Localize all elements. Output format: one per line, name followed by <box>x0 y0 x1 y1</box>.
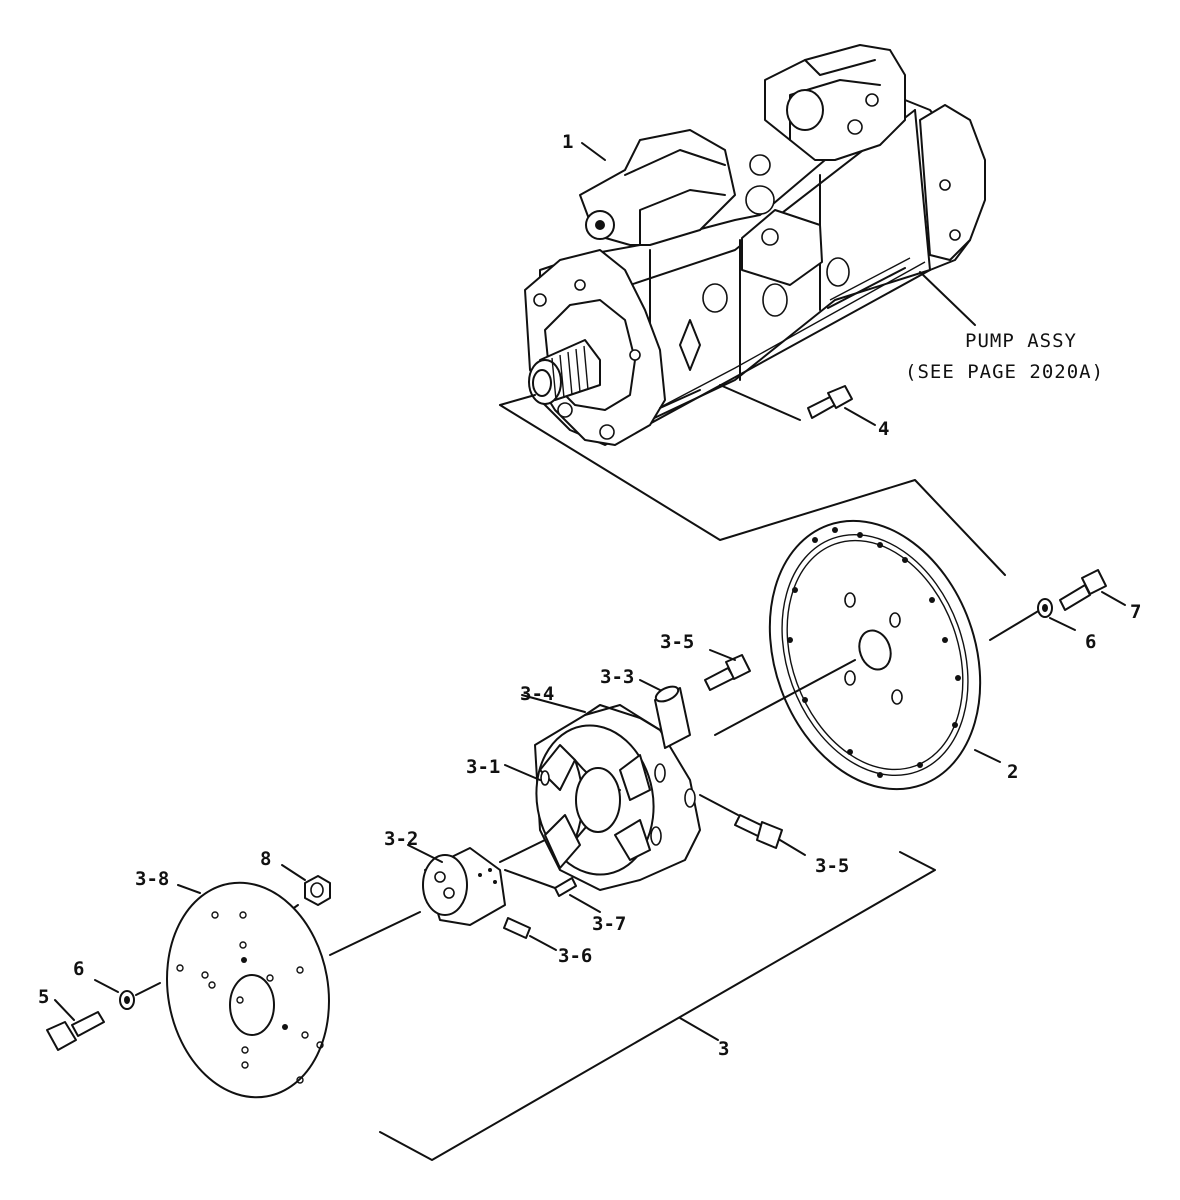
callout-6-left-label: 6 <box>73 958 84 980</box>
callout-2-label: 2 <box>1007 761 1018 783</box>
callout-5-label: 5 <box>38 986 49 1008</box>
callout-1-leader <box>581 142 606 161</box>
washer-6-right-drawing <box>1037 598 1076 631</box>
bolt-5-drawing <box>46 999 105 1051</box>
callout-3-4-leader <box>521 694 586 713</box>
housing-center-line <box>714 659 856 736</box>
callout-3-label: 3 <box>718 1038 729 1060</box>
flex-plate-3-8-drawing <box>166 881 421 1099</box>
bolt-7-drawing <box>1059 569 1126 611</box>
pin-3-7-drawing <box>504 869 601 913</box>
callout-7-label: 7 <box>1130 601 1141 623</box>
callout-3-3-label: 3-3 <box>600 666 634 688</box>
sleeve-3-3-drawing <box>639 679 691 749</box>
callout-1-label: 1 <box>562 131 573 153</box>
bolt-3-5-right-drawing <box>699 794 806 856</box>
pump-assy-note-line1: PUMP ASSY <box>965 330 1077 352</box>
pump-assy-note-line2: (SEE PAGE 2020A) <box>905 361 1104 383</box>
callout-3-6-label: 3-6 <box>558 945 592 967</box>
callout-3-2-label: 3-2 <box>384 828 418 850</box>
pump-assembly-drawing <box>524 44 986 446</box>
callout-3-8-label: 3-8 <box>135 868 169 890</box>
hub-3-2-drawing <box>407 839 546 926</box>
callout-3-5-right-label: 3-5 <box>815 855 849 877</box>
callout-2-leader <box>974 749 1001 763</box>
set-screw-3-6-drawing <box>503 917 557 951</box>
callout-3-1-leader <box>504 764 541 781</box>
callout-3-4-label: 3-4 <box>520 683 554 705</box>
callout-6-right-label: 6 <box>1085 631 1096 653</box>
callout-3-5-top-label: 3-5 <box>660 631 694 653</box>
bolt-3-5-top-drawing <box>704 649 751 691</box>
flywheel-housing-drawing <box>768 519 982 791</box>
callout-3-1-label: 3-1 <box>466 756 500 778</box>
washer-6-right-leader <box>989 609 1041 641</box>
coupling-body-drawing <box>534 704 701 891</box>
pump-assy-leader <box>499 271 1006 576</box>
coupling-assy-bracket <box>379 851 936 1161</box>
bolt-4-drawing <box>807 385 876 426</box>
callout-4-label: 4 <box>878 418 889 440</box>
callout-3-7-label: 3-7 <box>592 913 626 935</box>
callout-8-label: 8 <box>260 848 271 870</box>
washer-6-left-drawing <box>94 979 161 1010</box>
